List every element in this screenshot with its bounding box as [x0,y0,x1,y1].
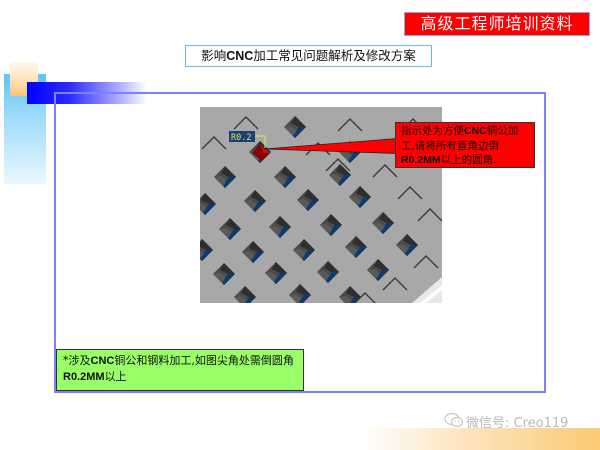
subtitle-prefix: 影响 [201,48,227,63]
content-frame [54,92,546,393]
wechat-icon [444,412,464,435]
subtitle-bold: CNC [226,49,254,63]
callout-line-2: 工,请将所有直角边倒 [401,139,499,152]
wechat-watermark: 微信号: Creo119 [444,412,568,432]
callout-line-3: R0.2MM以上的圆角. [401,154,497,166]
subtitle-suffix: 加工常见问题解析及修改方案 [253,48,416,63]
slide-subtitle: 影响CNC加工常见问题解析及修改方案 [185,45,432,67]
callout-line-1: 指示处为方便CNC铜公加 [401,125,519,137]
callout-annotation: 指示处为方便CNC铜公加 工,请将所有直角边倒 R0.2MM以上的圆角. [395,122,535,168]
watermark-text: 微信号: Creo119 [466,416,569,431]
note-box: *涉及CNC铜公和钢料加工,如图尖角处需倒圆角R0.2MM以上 [56,349,304,391]
dimension-label: R0.2 [231,133,251,143]
decorative-orange-strip [360,428,600,450]
page-title: 高级工程师培训资料 [404,12,590,36]
